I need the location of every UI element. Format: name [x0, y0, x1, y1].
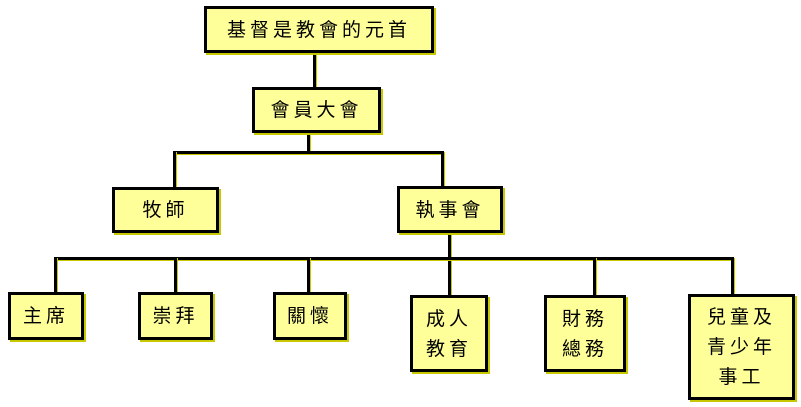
node-care: 關懷 — [273, 292, 347, 340]
node-youth: 兒童及青少年事工 — [688, 294, 795, 400]
node-head: 基督是教會的元首 — [204, 6, 434, 53]
node-label: 青少年 — [706, 336, 776, 358]
node-worship: 崇拜 — [138, 292, 213, 340]
connector — [448, 233, 451, 295]
connector — [173, 151, 444, 154]
connector — [307, 257, 310, 292]
node-chair: 主席 — [8, 292, 84, 340]
node-label: 教育 — [425, 337, 472, 360]
connector — [593, 257, 596, 295]
connector — [54, 257, 734, 260]
connector — [174, 257, 177, 292]
connector — [54, 257, 57, 292]
node-label: 事工 — [718, 366, 765, 388]
connector — [313, 53, 316, 87]
connector — [307, 133, 310, 153]
node-label: 會員大會 — [270, 99, 363, 121]
connector — [441, 151, 444, 187]
connector — [731, 257, 734, 294]
node-finance: 財務總務 — [544, 295, 626, 372]
node-adult-education: 成人教育 — [410, 295, 488, 372]
node-pastor: 牧師 — [112, 187, 219, 233]
node-label: 崇拜 — [152, 305, 199, 327]
node-deacons: 執事會 — [397, 186, 503, 233]
node-assembly: 會員大會 — [252, 87, 381, 133]
connector — [173, 151, 176, 187]
node-label: 成人 — [425, 307, 472, 330]
node-label: 兒童及 — [706, 306, 776, 328]
node-label: 執事會 — [415, 198, 485, 221]
node-label: 關懷 — [286, 305, 333, 327]
node-label: 財務 — [561, 307, 608, 330]
node-label: 牧師 — [142, 199, 189, 221]
node-label: 基督是教會的元首 — [226, 18, 411, 41]
node-label: 主席 — [22, 305, 69, 327]
node-label: 總務 — [561, 337, 608, 360]
